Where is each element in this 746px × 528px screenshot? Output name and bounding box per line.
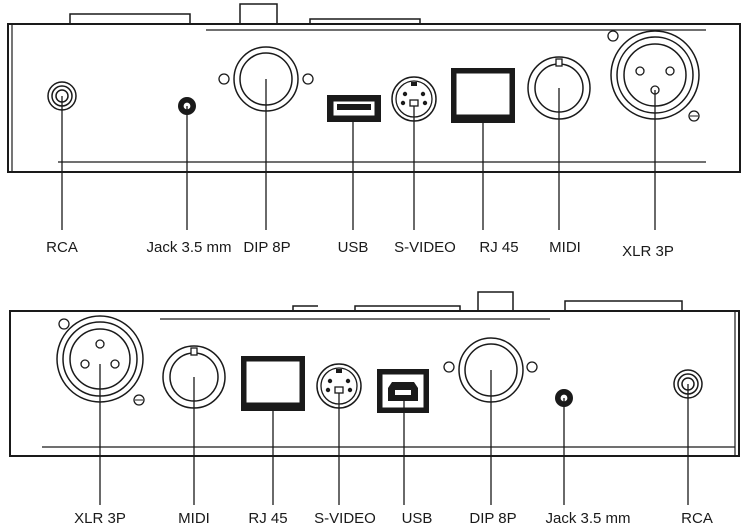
bottom-midi-connector bbox=[162, 345, 226, 505]
top-panel-tabs bbox=[69, 3, 421, 24]
bottom-label-rj45: RJ 45 bbox=[248, 510, 287, 527]
bottom-label-usb: USB bbox=[402, 510, 433, 527]
bottom-label-rca: RCA bbox=[681, 510, 713, 527]
top-label-rj45: RJ 45 bbox=[479, 239, 518, 256]
top-label-svideo: S-VIDEO bbox=[394, 239, 456, 256]
bottom-dip8p-connector bbox=[443, 337, 538, 505]
bottom-label-xlr3p: XLR 3P bbox=[74, 510, 126, 527]
bottom-jack-connector bbox=[555, 389, 573, 505]
top-rj45-connector bbox=[451, 68, 515, 230]
bottom-usb-b-connector bbox=[377, 369, 429, 505]
bottom-rca-connector bbox=[673, 369, 703, 505]
top-label-xlr3p: XLR 3P bbox=[622, 243, 674, 260]
top-panel: RCA Jack 3.5 mm DIP 8P USB S-VIDEO RJ 45… bbox=[7, 3, 741, 260]
bottom-rj45-connector bbox=[241, 356, 305, 505]
bottom-label-jack: Jack 3.5 mm bbox=[545, 510, 630, 527]
bottom-label-svideo: S-VIDEO bbox=[314, 510, 376, 527]
bottom-label-midi: MIDI bbox=[178, 510, 210, 527]
top-svideo-connector bbox=[391, 76, 437, 230]
bottom-panel-tabs bbox=[292, 291, 683, 311]
bottom-xlr3p-connector bbox=[56, 315, 145, 505]
top-label-rca: RCA bbox=[46, 239, 78, 256]
top-label-usb: USB bbox=[338, 239, 369, 256]
top-xlr3p-connector bbox=[607, 30, 700, 230]
top-usb-a-connector bbox=[327, 95, 381, 230]
top-jack-connector bbox=[178, 97, 196, 230]
top-label-jack: Jack 3.5 mm bbox=[146, 239, 231, 256]
bottom-panel-body bbox=[9, 310, 740, 457]
top-label-midi: MIDI bbox=[549, 239, 581, 256]
top-midi-connector bbox=[527, 56, 591, 230]
bottom-panel: XLR 3P MIDI RJ 45 S-VIDEO USB DIP 8P Jac… bbox=[9, 291, 740, 527]
top-dip8p-connector bbox=[218, 46, 314, 230]
bottom-label-dip8p: DIP 8P bbox=[469, 510, 516, 527]
top-panel-body bbox=[7, 23, 741, 173]
top-label-dip8p: DIP 8P bbox=[243, 239, 290, 256]
top-rca-connector bbox=[47, 81, 77, 230]
bottom-svideo-connector bbox=[316, 363, 362, 505]
